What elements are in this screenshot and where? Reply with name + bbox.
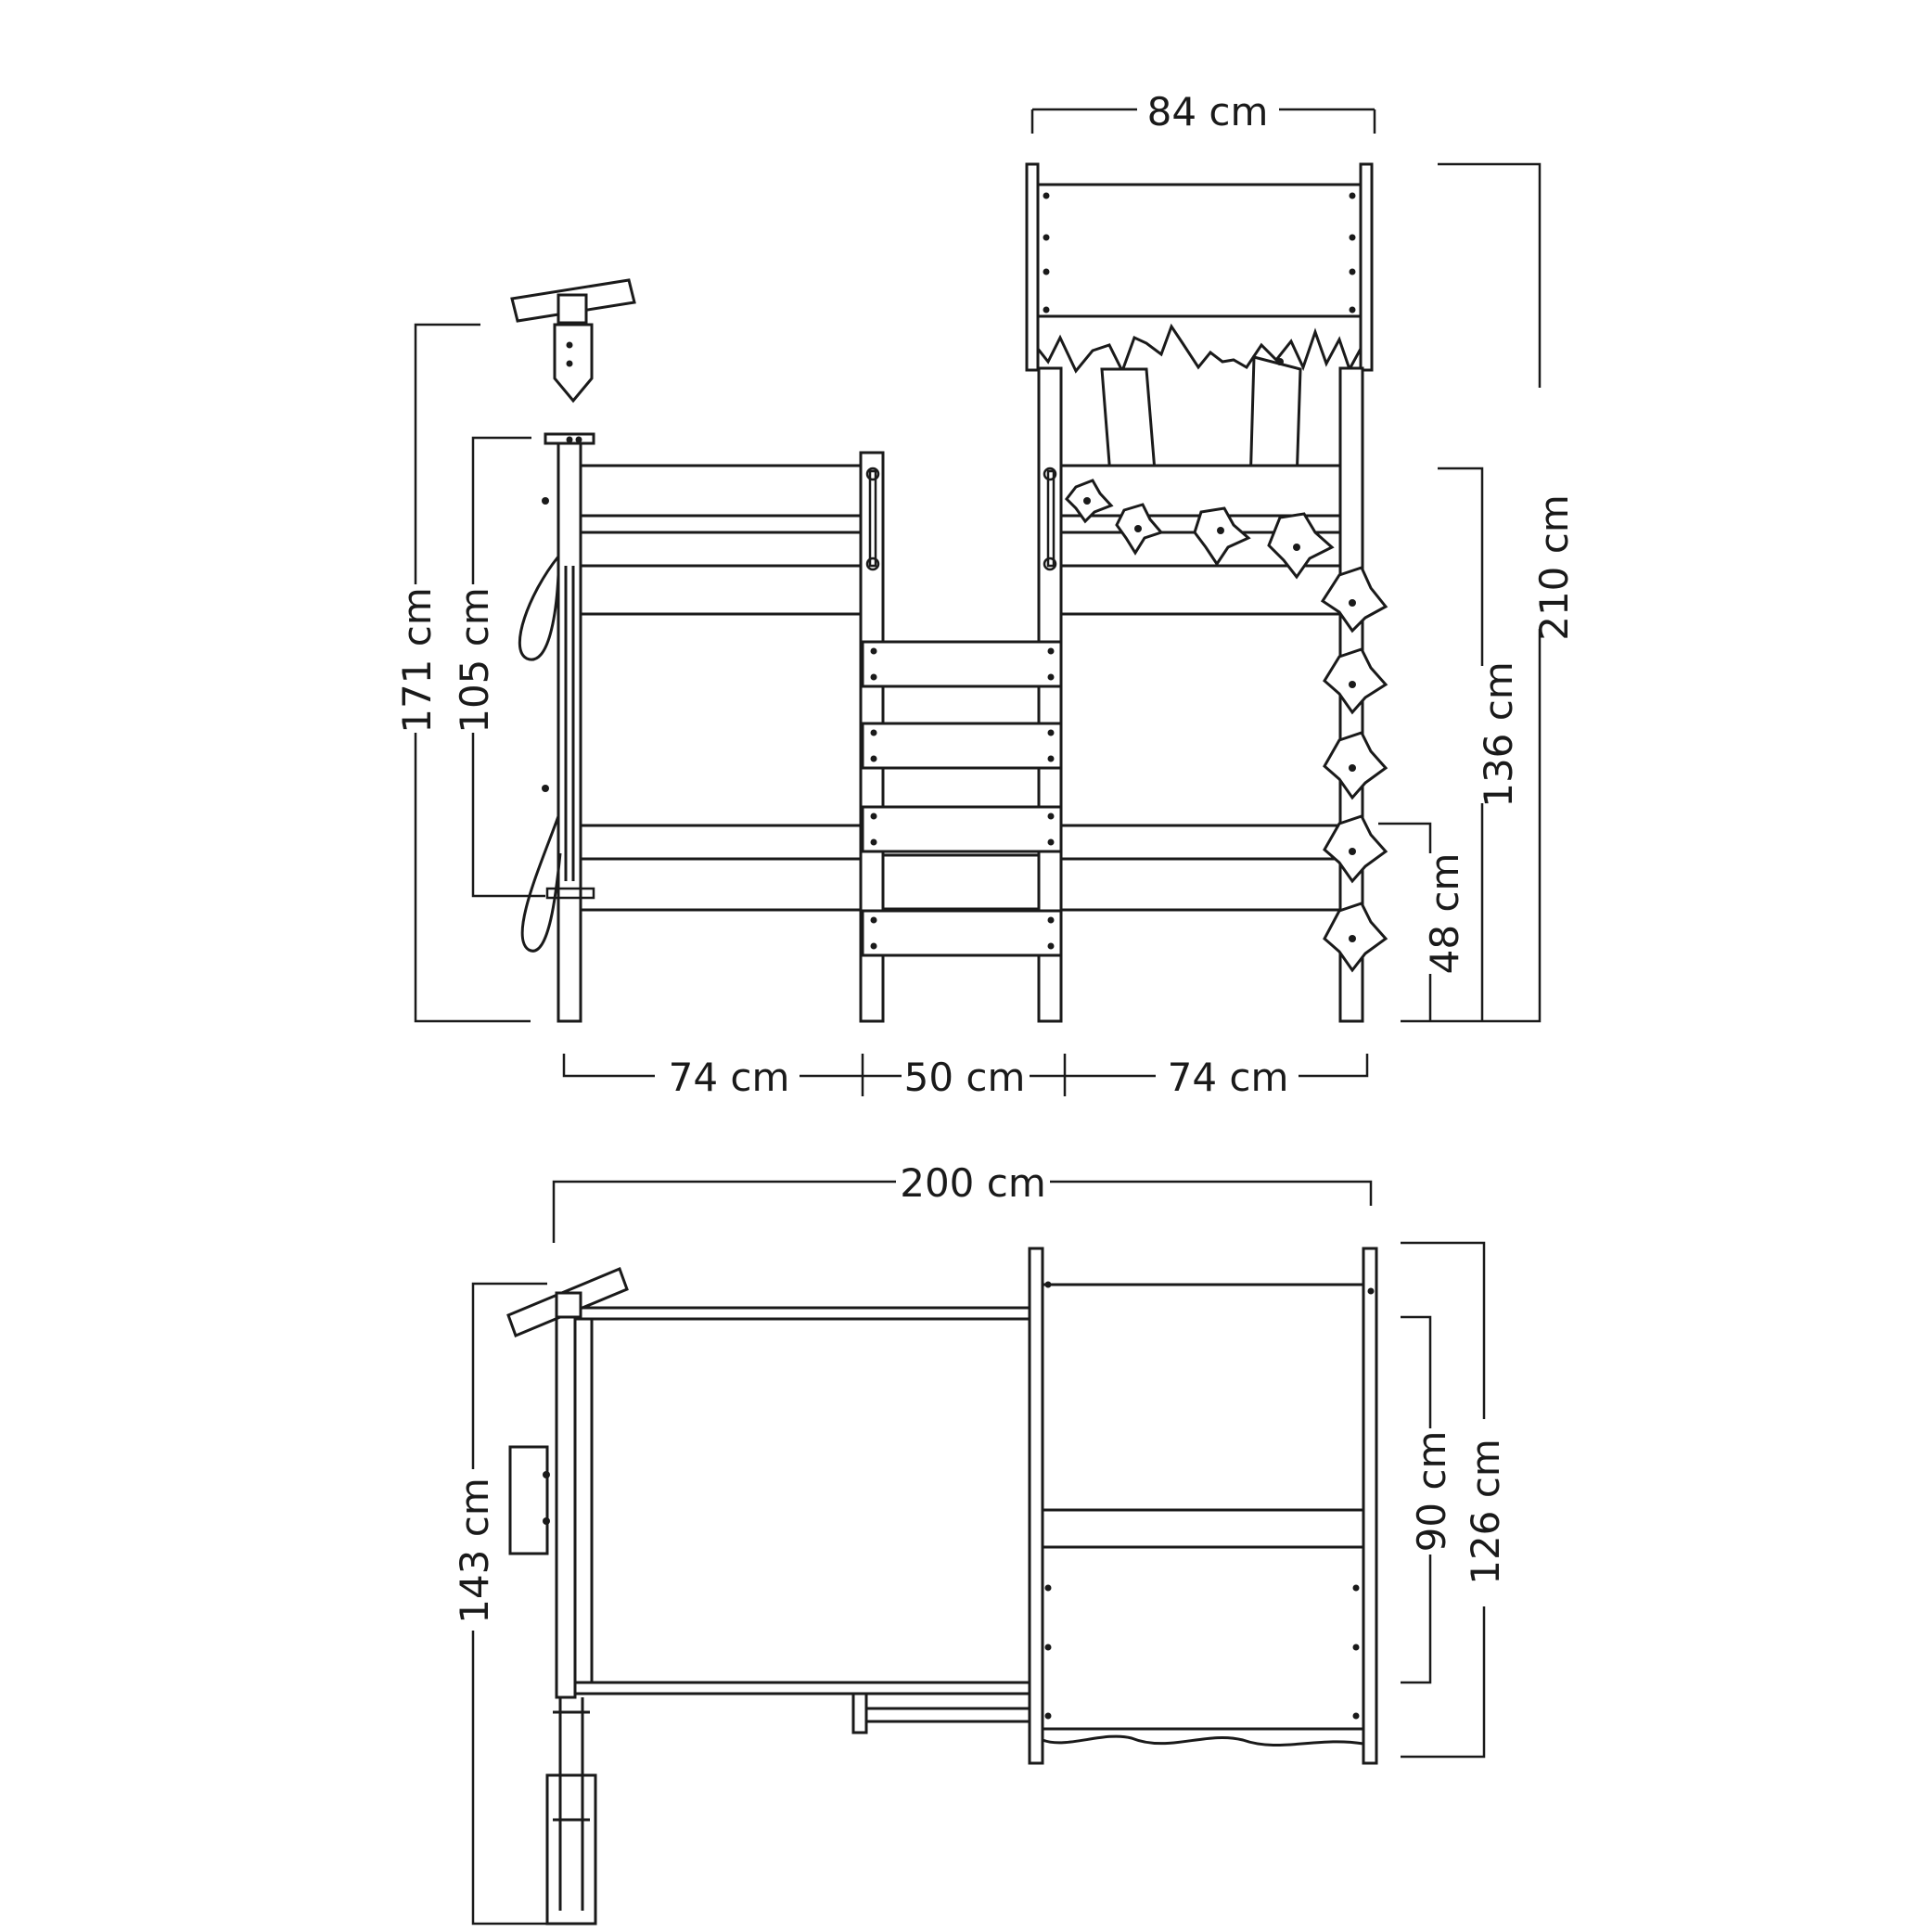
tower-mid-beam bbox=[1041, 1508, 1365, 1549]
tower-roof bbox=[1025, 162, 1374, 375]
dim-periscope-height: 171 cm bbox=[394, 587, 440, 734]
dim-tower-depth: 126 cm bbox=[1463, 1439, 1508, 1585]
roof-valance bbox=[1036, 314, 1363, 375]
front-view: 84 cm 210 cm 136 cm 48 cm 171 cm 105 cm … bbox=[394, 89, 1577, 1100]
rail-middle-left bbox=[579, 531, 863, 568]
rope-ladder-top bbox=[545, 1697, 597, 1926]
dim-right-span: 74 cm bbox=[1168, 1055, 1289, 1100]
dim-inner-depth: 90 cm bbox=[1409, 1431, 1454, 1553]
dim-total-length: 200 cm bbox=[900, 1160, 1046, 1206]
tower-roof-top bbox=[1041, 1283, 1365, 1518]
ladder-rung-2 bbox=[861, 722, 1063, 770]
roof-panel bbox=[1036, 183, 1363, 318]
ladder-gap-panel bbox=[881, 853, 1041, 911]
tower-floor bbox=[1041, 1545, 1365, 1731]
tower-side-left bbox=[1028, 1247, 1044, 1765]
climbing-holds bbox=[1065, 479, 1388, 973]
roof-post-left bbox=[1025, 162, 1040, 372]
ladder-rung-3 bbox=[861, 805, 1063, 853]
dim-rail-height: 105 cm bbox=[452, 587, 497, 734]
tower-top bbox=[1028, 1247, 1378, 1765]
bed-side-bottom bbox=[573, 1681, 1031, 1695]
bed-end-left bbox=[555, 1306, 577, 1699]
dim-ladder-span: 50 cm bbox=[904, 1055, 1026, 1100]
telescope bbox=[510, 278, 636, 445]
roof-post-right bbox=[1359, 162, 1374, 372]
telescope-top bbox=[506, 1267, 629, 1337]
bed-rail-right-2 bbox=[1059, 857, 1342, 912]
telescope-mount bbox=[553, 323, 594, 403]
rail-lower-left bbox=[579, 564, 863, 616]
rope-handle bbox=[518, 497, 595, 953]
tower-side-right bbox=[1362, 1247, 1378, 1765]
dim-lower-height: 48 cm bbox=[1422, 853, 1467, 975]
dim-platform-height: 136 cm bbox=[1476, 661, 1521, 808]
ladder-rung-1 bbox=[861, 640, 1063, 688]
bed-rail-left-1 bbox=[579, 824, 863, 861]
bed-frame-top bbox=[555, 1306, 1031, 1734]
rail-upper-left bbox=[579, 464, 863, 518]
side-panel bbox=[508, 1445, 550, 1555]
dim-left-span: 74 cm bbox=[669, 1055, 790, 1100]
dim-total-height: 210 cm bbox=[1531, 494, 1577, 641]
dim-roof-width: 84 cm bbox=[1147, 89, 1269, 134]
top-dimensions: 200 cm 143 cm 126 cm 90 cm bbox=[452, 1160, 1508, 1926]
ladder-post-top bbox=[851, 1692, 868, 1734]
post-left bbox=[557, 432, 582, 1023]
bed-rail-right-1 bbox=[1059, 824, 1342, 861]
bed-inner-left bbox=[573, 1317, 594, 1684]
hanging-flags bbox=[1100, 355, 1302, 489]
front-dimensions: 84 cm 210 cm 136 cm 48 cm 171 cm 105 cm … bbox=[394, 89, 1577, 1100]
bed-rail-left-2 bbox=[579, 857, 863, 912]
ladder-box bbox=[545, 1773, 597, 1926]
dim-total-depth: 143 cm bbox=[452, 1478, 497, 1624]
ladder bbox=[861, 640, 1063, 957]
ladder-rung-4 bbox=[861, 909, 1063, 957]
guard-rails bbox=[579, 464, 1342, 912]
ladder-step-top bbox=[851, 1707, 1031, 1723]
top-view: 200 cm 143 cm 126 cm 90 cm bbox=[452, 1160, 1508, 1926]
side-hatch bbox=[508, 1445, 549, 1555]
bed-side-top bbox=[573, 1306, 1031, 1321]
